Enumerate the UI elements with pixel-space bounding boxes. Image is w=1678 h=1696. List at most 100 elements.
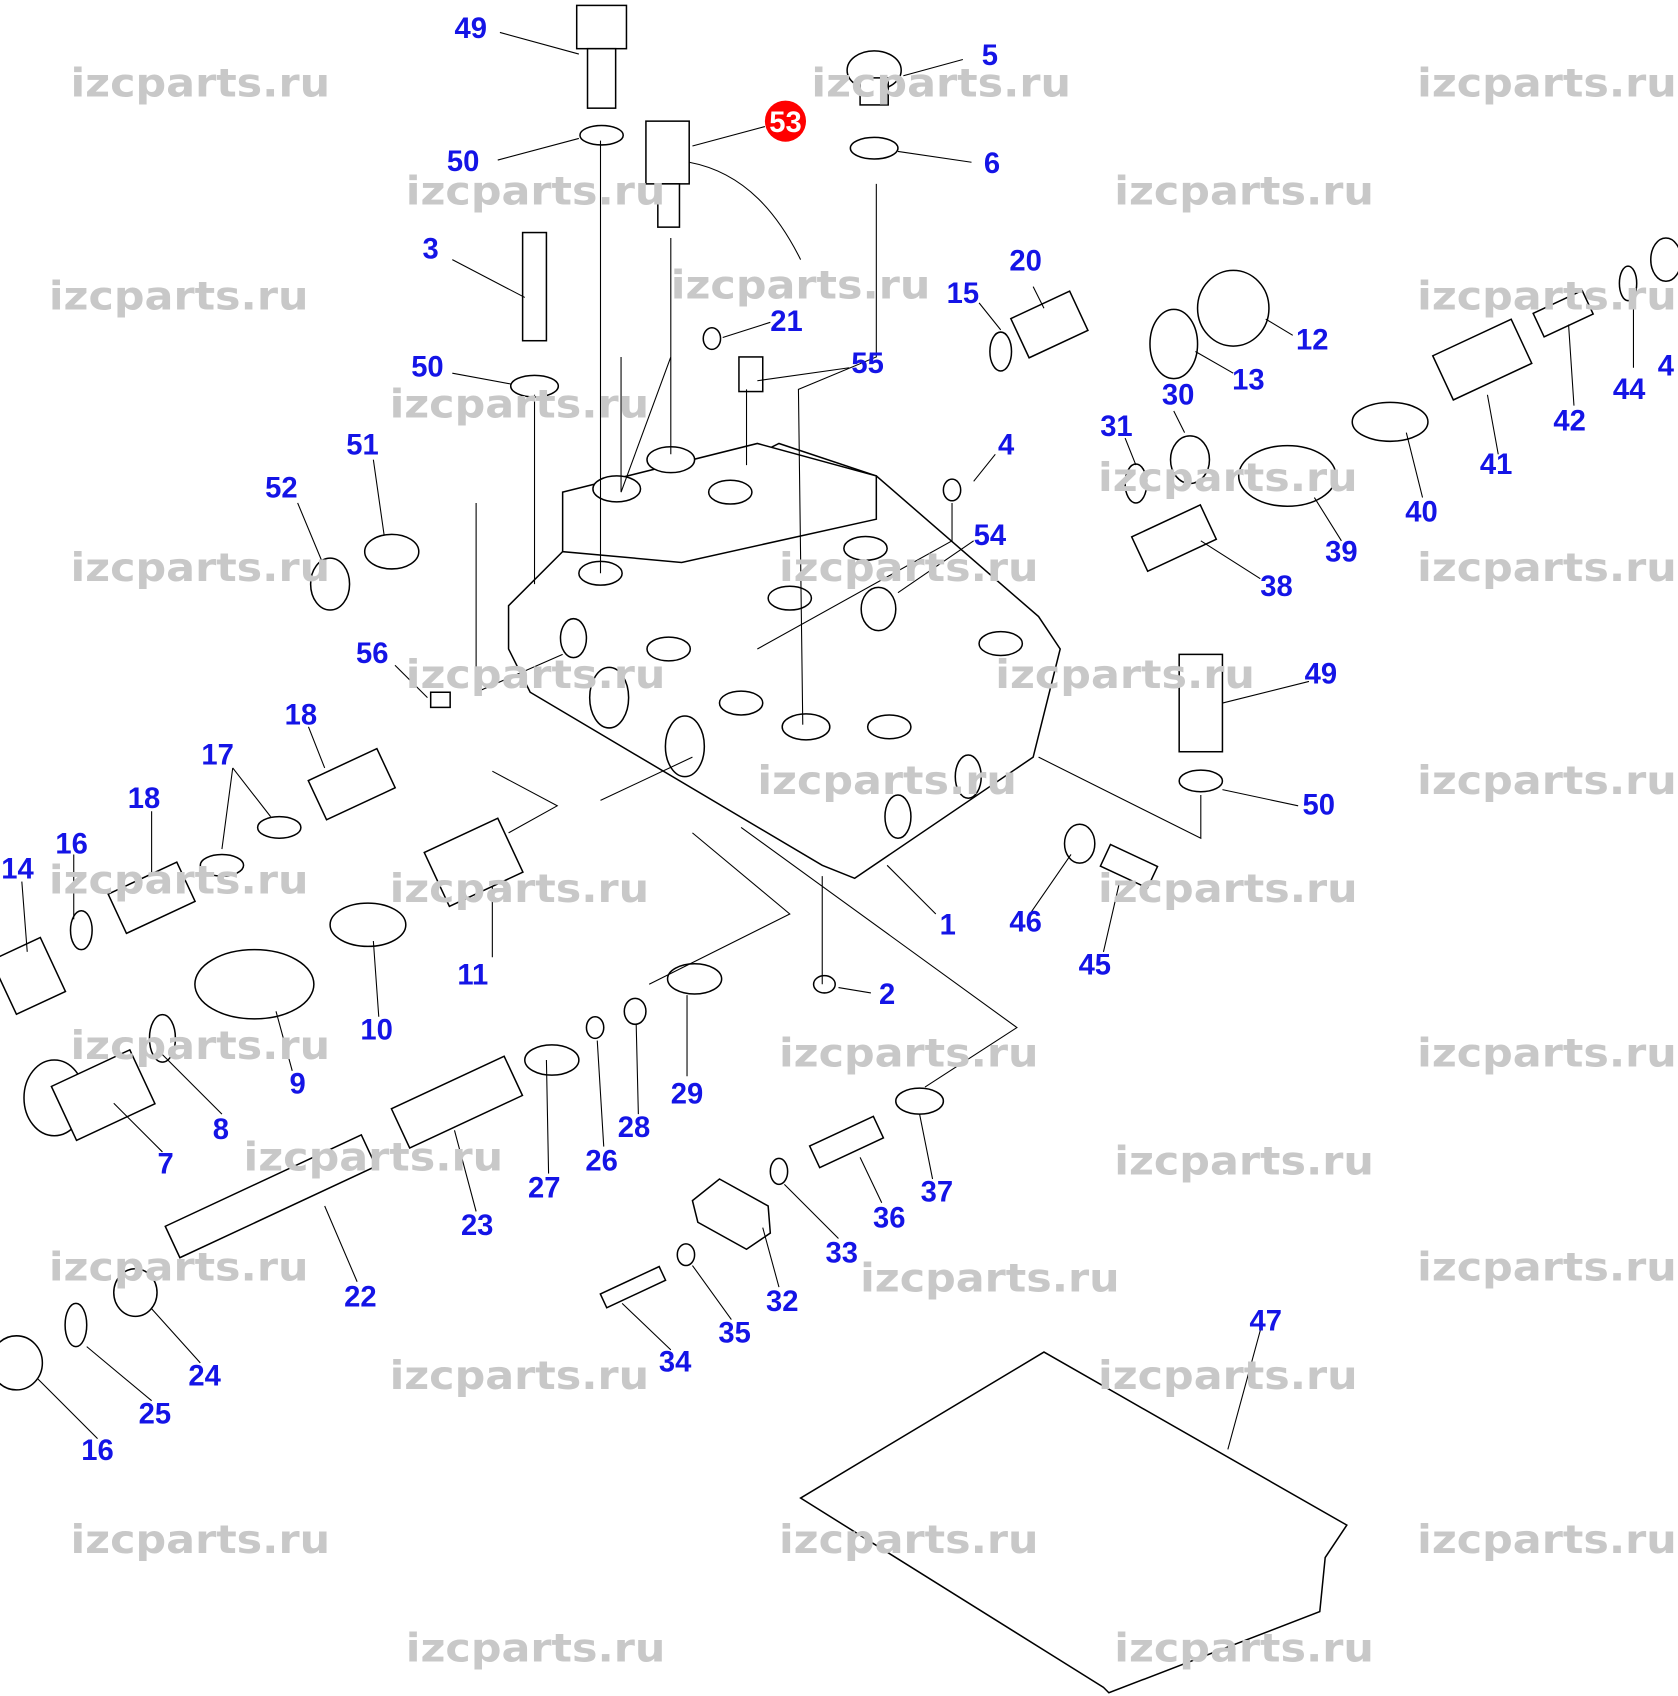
part-label-56[interactable]: 56 xyxy=(356,638,388,670)
part-label-1[interactable]: 1 xyxy=(940,910,956,942)
watermark-text: izcparts.ru xyxy=(406,653,666,698)
part-label-23[interactable]: 23 xyxy=(461,1210,493,1242)
watermark-text: izcparts.ru xyxy=(1114,169,1374,214)
watermark-text: izcparts.ru xyxy=(390,383,650,428)
separator-plate xyxy=(799,1351,1348,1694)
part-label-53: 53 xyxy=(769,107,801,139)
part-label-49[interactable]: 49 xyxy=(454,13,486,45)
part-label-13[interactable]: 13 xyxy=(1232,364,1264,396)
part-label-54[interactable]: 54 xyxy=(974,520,1007,552)
watermark-text: izcparts.ru xyxy=(71,61,331,106)
part-label-17[interactable]: 17 xyxy=(201,740,233,772)
part-label-45[interactable]: 45 xyxy=(1079,950,1111,982)
watermark-text: izcparts.ru xyxy=(49,1246,309,1291)
part-label-16[interactable]: 16 xyxy=(81,1435,113,1467)
watermark-text: izcparts.ru xyxy=(1417,1031,1677,1076)
leader-lines xyxy=(21,31,1635,1450)
part-label-30[interactable]: 30 xyxy=(1162,380,1194,412)
watermark-text: izcparts.ru xyxy=(1417,1518,1677,1563)
watermark-text: izcparts.ru xyxy=(71,546,331,591)
part-label-52[interactable]: 52 xyxy=(265,473,297,505)
part-label-46[interactable]: 46 xyxy=(1009,906,1041,938)
part-label-18[interactable]: 18 xyxy=(128,783,160,815)
part-label-21[interactable]: 21 xyxy=(770,306,802,338)
part-label-7[interactable]: 7 xyxy=(158,1149,174,1181)
part-label-6[interactable]: 6 xyxy=(984,148,1000,180)
part-label-24[interactable]: 24 xyxy=(188,1361,221,1393)
part-label-47[interactable]: 47 xyxy=(1249,1305,1281,1337)
part-label-29[interactable]: 29 xyxy=(671,1078,703,1110)
part-label-10[interactable]: 10 xyxy=(360,1014,392,1046)
part-label-50[interactable]: 50 xyxy=(447,146,479,178)
part-label-4[interactable]: 4 xyxy=(1658,350,1675,382)
part-label-27[interactable]: 27 xyxy=(528,1172,560,1204)
part-label-55[interactable]: 55 xyxy=(851,348,883,380)
watermark-text: izcparts.ru xyxy=(390,1354,650,1399)
watermark-text: izcparts.ru xyxy=(1098,456,1358,501)
watermark-text: izcparts.ru xyxy=(757,759,1017,804)
part-label-36[interactable]: 36 xyxy=(873,1203,905,1235)
part-label-51[interactable]: 51 xyxy=(346,429,378,461)
part-label-11[interactable]: 11 xyxy=(457,959,488,991)
watermark-text: izcparts.ru xyxy=(1417,1246,1677,1291)
watermark-text: izcparts.ru xyxy=(1417,274,1677,319)
part-label-8[interactable]: 8 xyxy=(213,1114,229,1146)
bosses xyxy=(559,445,1024,840)
part-label-38[interactable]: 38 xyxy=(1260,571,1292,603)
part-label-41[interactable]: 41 xyxy=(1480,449,1512,481)
part-label-42[interactable]: 42 xyxy=(1553,405,1585,437)
watermark-text: izcparts.ru xyxy=(671,264,931,309)
watermark-text: izcparts.ru xyxy=(49,274,309,319)
part-label-14[interactable]: 14 xyxy=(1,853,34,885)
part-label-2[interactable]: 2 xyxy=(879,979,895,1011)
part-label-49[interactable]: 49 xyxy=(1305,659,1337,691)
part-label-26[interactable]: 26 xyxy=(585,1145,617,1177)
part-label-33[interactable]: 33 xyxy=(825,1237,857,1269)
watermark-text: izcparts.ru xyxy=(1417,61,1677,106)
watermark-text: izcparts.ru xyxy=(49,858,309,903)
part-label-39[interactable]: 39 xyxy=(1325,536,1357,568)
part-label-35[interactable]: 35 xyxy=(718,1317,750,1349)
highlighted-part-badge[interactable]: 53 xyxy=(692,100,807,147)
watermark-text: izcparts.ru xyxy=(406,1626,666,1671)
part-label-34[interactable]: 34 xyxy=(659,1347,692,1379)
part-label-37[interactable]: 37 xyxy=(921,1177,953,1209)
part-label-5[interactable]: 5 xyxy=(982,40,998,72)
part-label-4[interactable]: 4 xyxy=(998,429,1015,461)
badge-leader-line xyxy=(692,126,766,147)
watermark-text: izcparts.ru xyxy=(71,1024,331,1069)
watermark-text: izcparts.ru xyxy=(244,1135,504,1180)
watermark-text: izcparts.ru xyxy=(390,867,650,912)
part-label-50[interactable]: 50 xyxy=(411,351,443,383)
watermark-text: izcparts.ru xyxy=(779,1031,1039,1076)
watermark-text: izcparts.ru xyxy=(1114,1140,1374,1185)
badge-circle xyxy=(764,100,807,142)
watermark-text: izcparts.ru xyxy=(995,653,1255,698)
watermark-text: izcparts.ru xyxy=(1417,546,1677,591)
part-label-28[interactable]: 28 xyxy=(618,1112,650,1144)
part-label-50[interactable]: 50 xyxy=(1302,789,1334,821)
part-label-25[interactable]: 25 xyxy=(139,1398,171,1430)
part-label-20[interactable]: 20 xyxy=(1009,245,1041,277)
part-label-40[interactable]: 40 xyxy=(1405,496,1437,528)
watermark-text: izcparts.ru xyxy=(779,546,1039,591)
watermark-text: izcparts.ru xyxy=(811,61,1071,106)
part-label-12[interactable]: 12 xyxy=(1296,324,1328,356)
part-label-22[interactable]: 22 xyxy=(344,1282,376,1314)
part-label-44[interactable]: 44 xyxy=(1613,374,1646,406)
parts xyxy=(0,4,1678,1694)
part-label-31[interactable]: 31 xyxy=(1100,411,1132,443)
watermark-text: izcparts.ru xyxy=(71,1518,331,1563)
part-label-3[interactable]: 3 xyxy=(423,234,439,266)
part-label-15[interactable]: 15 xyxy=(947,278,979,310)
watermark-text: izcparts.ru xyxy=(1417,759,1677,804)
watermark-text: izcparts.ru xyxy=(1098,867,1358,912)
watermark-text: izcparts.ru xyxy=(406,169,666,214)
part-label-32[interactable]: 32 xyxy=(766,1286,798,1318)
watermark-text: izcparts.ru xyxy=(1098,1354,1358,1399)
watermark-text: izcparts.ru xyxy=(860,1256,1120,1301)
part-label-9[interactable]: 9 xyxy=(290,1069,306,1101)
part-label-18[interactable]: 18 xyxy=(285,700,317,732)
part-label-16[interactable]: 16 xyxy=(55,828,87,860)
